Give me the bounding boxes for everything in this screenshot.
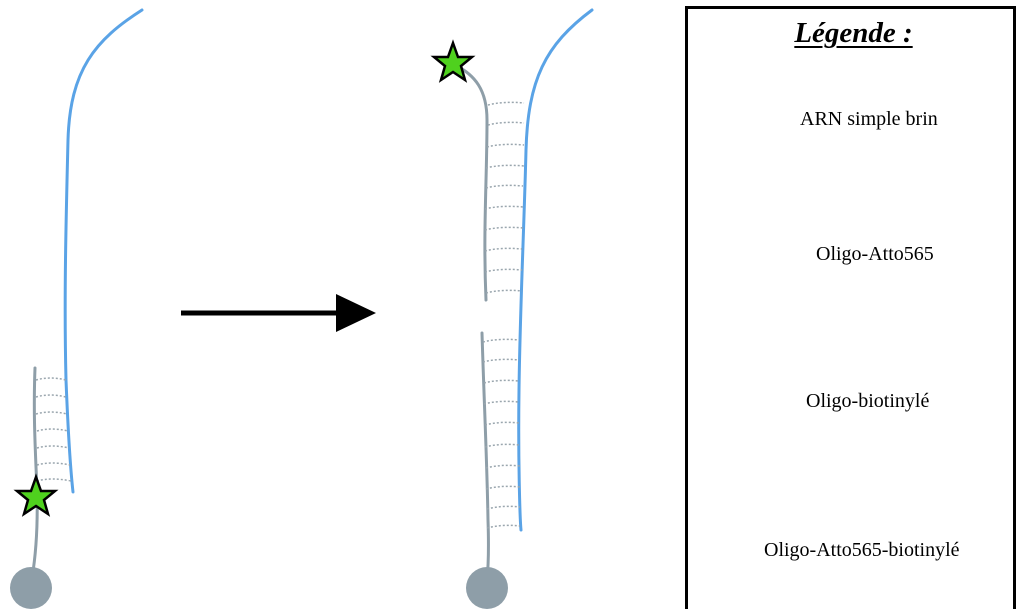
transition-arrow <box>181 294 376 332</box>
final-complex <box>430 8 594 609</box>
hybridization-ticks-upper <box>484 101 525 294</box>
rna-strand <box>517 8 594 532</box>
hybridization-ticks <box>35 377 72 482</box>
fluorophore-star-icon <box>13 473 59 517</box>
fluorophore-star-icon <box>430 39 476 83</box>
legend-label-arn: ARN simple brin <box>800 108 938 130</box>
legend-label-oligo-biotin: Oligo-biotinylé <box>806 390 930 412</box>
biotin-bead-icon <box>466 567 508 609</box>
oligo-atto-biotin-strand <box>30 366 39 580</box>
oligo-biotin-strand <box>480 331 490 582</box>
legend-panel: Légende : <box>685 6 1016 609</box>
legend-title: Légende : <box>794 17 913 49</box>
oligo-atto-strand <box>453 63 489 302</box>
legend-label-oligo-atto-biotin: Oligo-Atto565-biotinylé <box>764 539 960 561</box>
legend-label-oligo-atto: Oligo-Atto565 <box>816 243 934 265</box>
rna-strand <box>63 8 144 494</box>
biotin-bead-icon <box>10 567 52 609</box>
hybridization-ticks-lower <box>482 338 521 529</box>
initial-complex <box>10 8 144 609</box>
